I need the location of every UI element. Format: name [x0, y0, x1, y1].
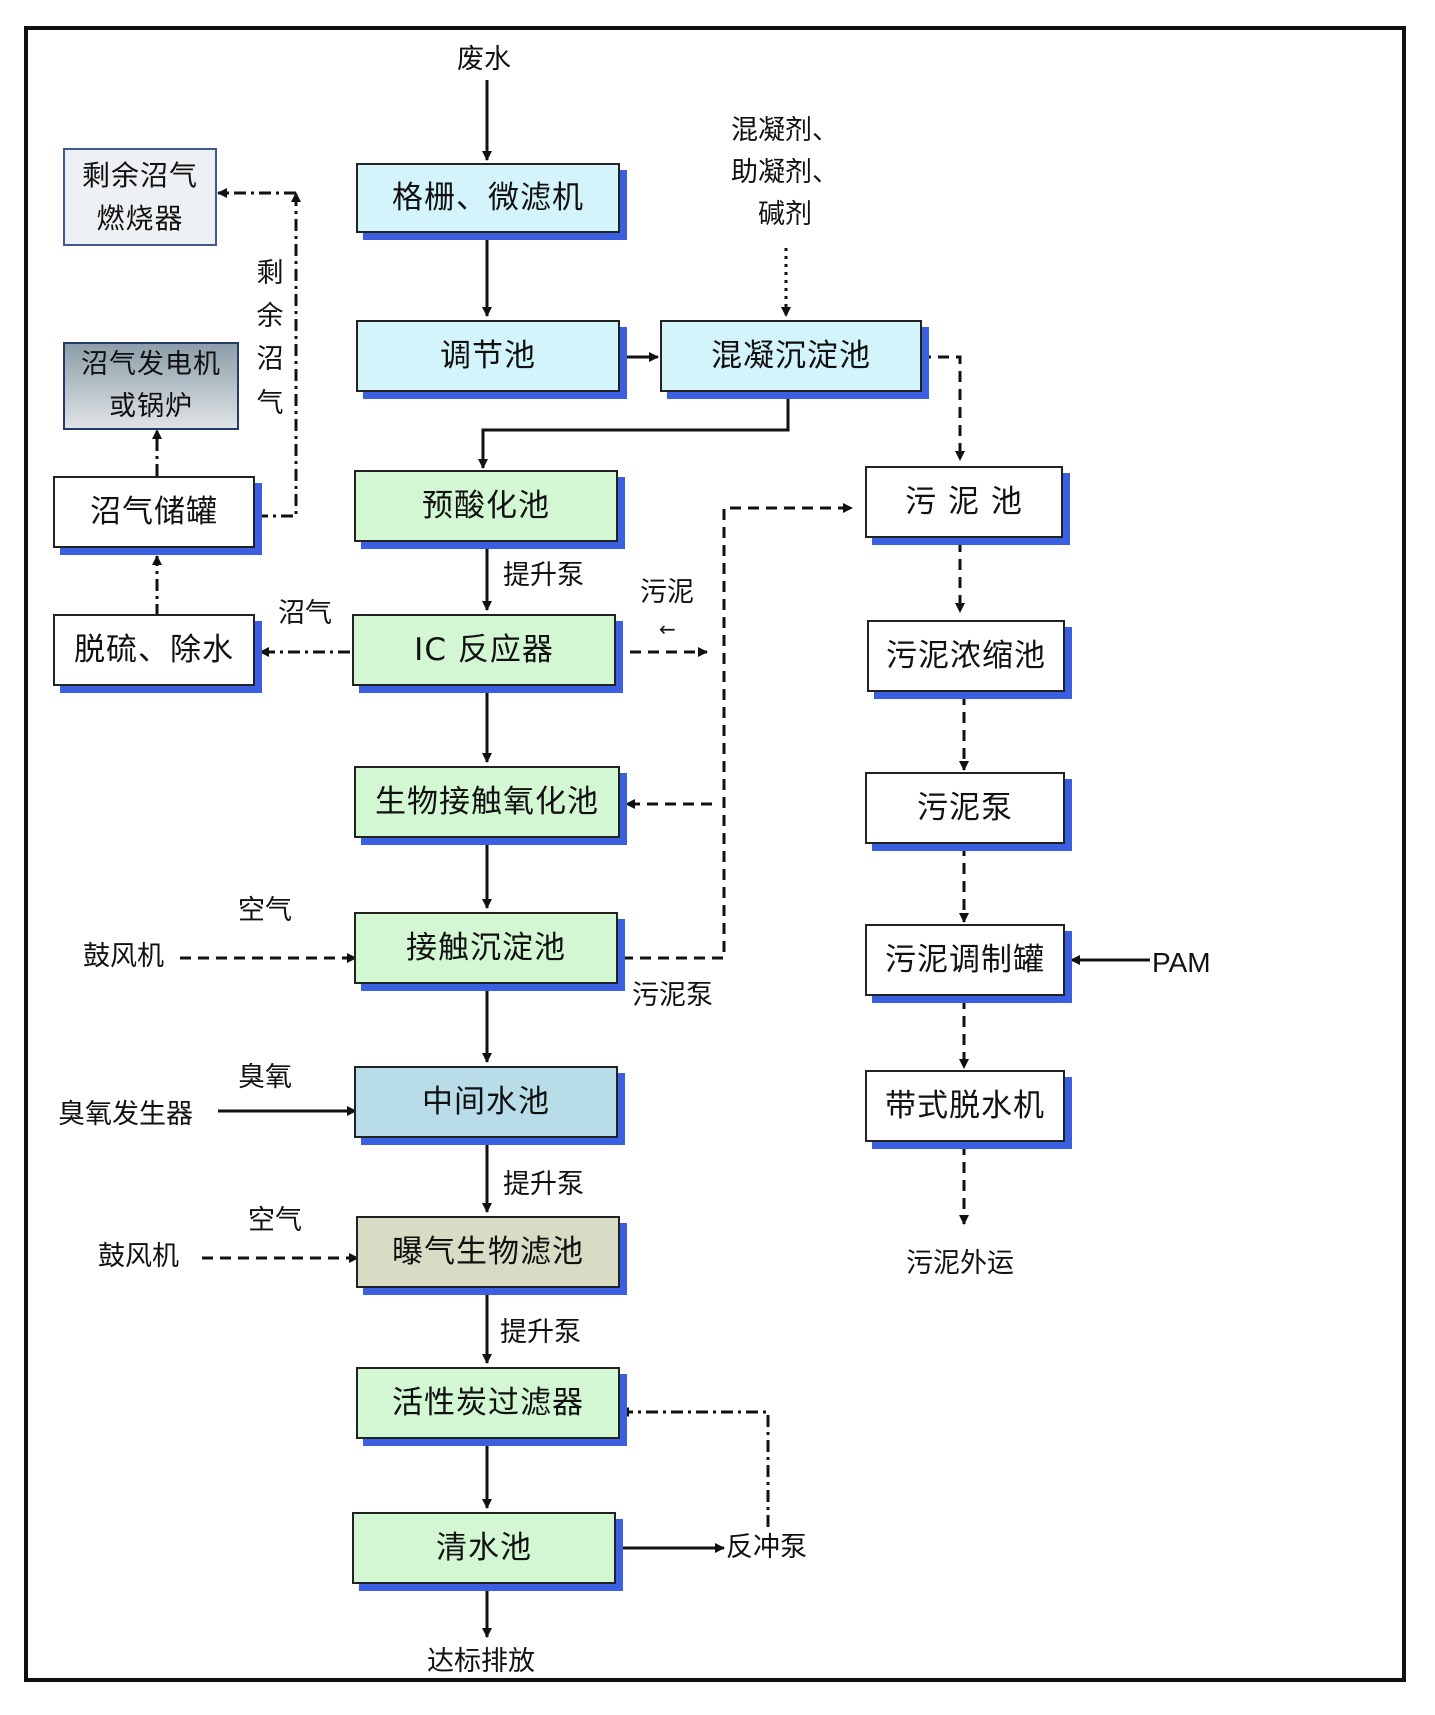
lift-pump-label-1: 提升泵: [503, 560, 584, 591]
wastewater-label: 废水: [457, 44, 511, 75]
flow-sludge-return-loop: [622, 503, 853, 960]
gas-generator-boiler-box: 沼气发电机 或锅炉: [63, 342, 239, 430]
desulfurization-box: 脱硫、除水: [53, 614, 255, 686]
bio-contact-oxidation-box: 生物接触氧化池: [354, 766, 620, 838]
blower-label-1: 鼓风机: [83, 941, 164, 972]
carbon-filter-label: 活性炭过滤器: [392, 1384, 584, 1421]
equalization-tank-box: 调节池: [356, 320, 620, 392]
burner-line-1: 剩余沼气: [81, 158, 198, 192]
activated-carbon-filter-box: 活性炭过滤器: [356, 1367, 620, 1439]
ozone-label: 臭氧: [238, 1062, 292, 1093]
sludge-pump-text: 污泥泵: [632, 980, 713, 1011]
lift-pump-label-2: 提升泵: [503, 1169, 584, 1200]
preacid-label: 预酸化池: [422, 487, 550, 524]
backwash-pump-label: 反冲泵: [726, 1532, 807, 1563]
sludge-tank-box: 污 泥 池: [865, 466, 1063, 538]
bio-contact-label: 生物接触氧化池: [375, 783, 599, 820]
ic-reactor-label: IC 反应器: [414, 631, 554, 668]
coagulation-tank-box: 混凝沉淀池: [660, 320, 922, 392]
coagulation-label: 混凝沉淀池: [711, 337, 871, 374]
flow-backwash-return: [619, 1407, 770, 1527]
flow-coagulation-sludge: [920, 355, 965, 461]
clear-water-tank-box: 清水池: [352, 1512, 616, 1584]
generator-line-2: 或锅炉: [109, 391, 193, 422]
sludge-thicken-label: 污泥浓缩池: [886, 637, 1046, 674]
ozone-generator-label: 臭氧发生器: [58, 1099, 193, 1130]
ic-reactor-box: IC 反应器: [352, 614, 616, 686]
desulf-label: 脱硫、除水: [74, 631, 234, 668]
generator-line-1: 沼气发电机: [81, 349, 221, 381]
diagram-frame: [24, 26, 1406, 1682]
chemicals-label: 混凝剂、 助凝剂、 碱剂: [730, 110, 840, 236]
sludge-conditioning-tank-box: 污泥调制罐: [865, 924, 1065, 996]
surplus-gas-label: 剩余沼气: [256, 258, 284, 419]
grille-microfilter-box: 格栅、微滤机: [356, 163, 620, 233]
intermediate-tank-box: 中间水池: [354, 1066, 618, 1138]
chem-line-3: 碱剂: [758, 198, 812, 230]
gas-tank-label: 沼气储罐: [90, 493, 218, 530]
air-label-1: 空气: [238, 895, 292, 926]
sludge-mark: ←: [659, 617, 676, 641]
burner-line-2: 燃烧器: [96, 202, 184, 235]
lift-pump-label-3: 提升泵: [500, 1317, 581, 1348]
surplus-gas-burner-box: 剩余沼气 燃烧器: [63, 148, 217, 246]
air-label-2: 空气: [248, 1205, 302, 1236]
pam-label: PAM: [1152, 947, 1211, 978]
blower-label-2: 鼓风机: [98, 1241, 179, 1272]
belt-dewatering-machine-box: 带式脱水机: [865, 1070, 1065, 1142]
baf-box: 曝气生物滤池: [356, 1216, 620, 1288]
contact-settle-label: 接触沉淀池: [406, 929, 566, 966]
grille-label: 格栅、微滤机: [392, 179, 584, 216]
sludge-label: 污泥: [640, 577, 694, 608]
sludge-outside-label: 污泥外运: [906, 1248, 1014, 1279]
sludge-thickener-box: 污泥浓缩池: [867, 620, 1065, 692]
sludge-cond-label: 污泥调制罐: [885, 941, 1045, 978]
biogas-label: 沼气: [278, 598, 332, 629]
clear-tank-label: 清水池: [436, 1529, 532, 1566]
flow-gastank-surplus: [256, 192, 301, 518]
biogas-storage-tank-box: 沼气储罐: [53, 476, 255, 548]
mid-tank-label: 中间水池: [422, 1083, 550, 1120]
equalization-label: 调节池: [440, 337, 536, 374]
baf-label: 曝气生物滤池: [392, 1233, 584, 1270]
sludge-pump-box: 污泥泵: [865, 772, 1065, 844]
chem-line-1: 混凝剂、: [731, 115, 839, 146]
sludge-pump-label: 污泥泵: [917, 789, 1013, 826]
flow-coagulation-to-preacid: [478, 391, 790, 469]
belt-press-label: 带式脱水机: [885, 1087, 1045, 1124]
sludge-tank-label: 污 泥 池: [905, 483, 1023, 520]
chem-line-2: 助凝剂、: [731, 156, 839, 188]
preacidification-tank-box: 预酸化池: [354, 470, 618, 542]
discharge-label: 达标排放: [427, 1646, 535, 1677]
contact-settling-tank-box: 接触沉淀池: [354, 912, 618, 984]
